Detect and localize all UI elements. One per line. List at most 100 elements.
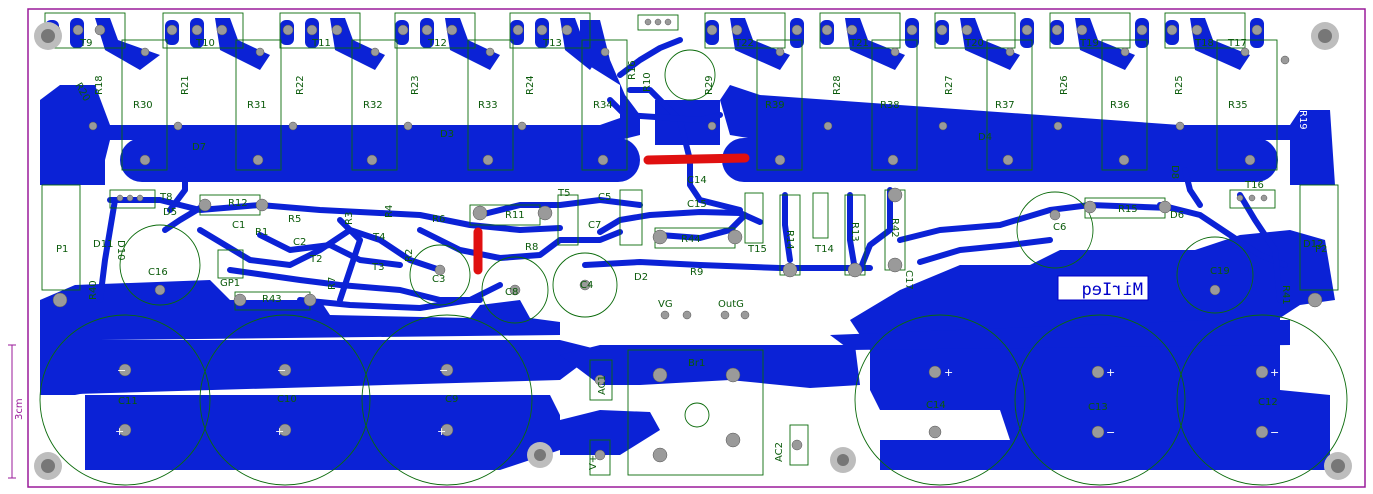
silkscreen-outlines [39,12,1348,486]
label-c13: C13 [1088,402,1108,413]
label-r15: R15 [1118,204,1138,215]
svg-text:−: − [944,426,953,439]
label-r42: R42 [889,218,900,238]
copper-layer [40,18,1335,470]
label-t18: T18 [1194,38,1214,49]
label-r40: R40 [88,280,99,300]
label-ac1: AC1 [597,375,608,395]
svg-text:+: + [115,425,124,438]
label-r33: R33 [478,100,498,111]
label-r31: R31 [247,100,267,111]
label-c15: C15 [687,199,707,210]
label-c9: C9 [445,394,458,405]
label-r25: R25 [1174,75,1185,95]
label-t10: T10 [195,38,215,49]
label-r16: R16 [627,60,638,80]
label-t21: T21 [849,38,869,49]
scale-bar [8,344,16,479]
label-r37: R37 [995,100,1015,111]
label-r22: R22 [295,75,306,95]
label-d8: D8 [1169,165,1180,179]
label-r41: R41 [1280,285,1291,305]
label-t2: T2 [309,254,322,265]
svg-text:+: + [437,425,446,438]
svg-text:+: + [275,425,284,438]
label-outg: OutG [718,299,744,310]
label-r8: R8 [525,242,538,253]
label-c12: C12 [1258,397,1278,408]
label-r44: R44 [681,234,701,245]
label-r1: R1 [255,227,268,238]
label-c5: C5 [598,192,611,203]
label-p1: P1 [56,244,68,255]
label-r13: R13 [849,222,860,242]
label-t8: T8 [159,192,172,203]
label-c14-small: C14 [687,175,707,186]
label-r32: R32 [363,100,383,111]
label-r14: R14 [784,230,795,250]
labels-small-resistors: R20 R18 R21 R22 R23 R24 R29 R16 R10 R28 … [72,60,1308,129]
title-mirrored: MirIeq [1082,280,1143,300]
label-r11: R11 [505,210,525,221]
label-t16: T16 [1244,180,1264,191]
label-p2: P2 [1315,244,1327,255]
label-t19: T19 [1079,38,1099,49]
label-r28: R28 [832,75,843,95]
label-c8: C8 [505,287,518,298]
label-c2: C2 [293,237,306,248]
label-t11: T11 [311,38,331,49]
label-d10: D10 [115,240,126,260]
labels-transistors-top: T9 T10 T11 T12 T13 T22 T21 T20 T19 T18 T… [79,38,1247,49]
label-vplus: V+ [588,455,599,470]
label-c1: C1 [232,220,245,231]
label-r39: R39 [765,100,785,111]
label-r29: R29 [704,75,715,95]
label-ac2: AC2 [774,442,785,462]
label-r2: R2 [404,249,415,262]
svg-text:+: + [1270,366,1279,379]
label-r18: R18 [94,75,105,95]
svg-text:−: − [277,364,286,377]
label-r26: R26 [1059,75,1070,95]
label-d12: D12 [1303,239,1323,250]
label-r23: R23 [410,75,421,95]
label-br1: Br1 [688,358,705,369]
label-t13: T13 [542,38,562,49]
label-d7: D7 [192,142,206,153]
label-c17: C17 [903,270,914,290]
label-c6: C6 [1053,222,1066,233]
label-r38: R38 [880,100,900,111]
label-c10: C10 [277,394,297,405]
svg-text:−: − [1270,426,1279,439]
label-r6: R6 [432,214,445,225]
label-d5: D5 [163,207,177,218]
label-gp1: GP1 [220,278,240,289]
label-r35: R35 [1228,100,1248,111]
label-t20: T20 [964,38,984,49]
label-c4: C4 [580,280,593,291]
label-c11: C11 [118,396,138,407]
label-r34: R34 [593,100,613,111]
labels-bottom: C11 C10 C9 Br1 AC1 AC2 V+ C14 C13 C12 [118,358,1278,470]
svg-text:+: + [1106,366,1115,379]
label-t3: T3 [371,262,384,273]
label-c7: C7 [588,220,601,231]
svg-text:+: + [944,366,953,379]
label-t15: T15 [747,244,767,255]
copper-traces [97,37,1288,311]
label-d3: D3 [440,129,454,140]
label-r9: R9 [690,267,703,278]
label-vg: VG [658,299,673,310]
svg-text:−: − [439,364,448,377]
jumper-wires [473,153,750,275]
label-r4: R4 [384,205,395,218]
label-t22: T22 [734,38,754,49]
label-t17: T17 [1227,38,1247,49]
label-d11: D11 [93,239,113,250]
mounting-holes [34,22,1352,480]
label-r27: R27 [944,75,955,95]
label-r10: R10 [642,72,653,92]
svg-text:−: − [1106,426,1115,439]
label-d4: D4 [978,132,992,143]
